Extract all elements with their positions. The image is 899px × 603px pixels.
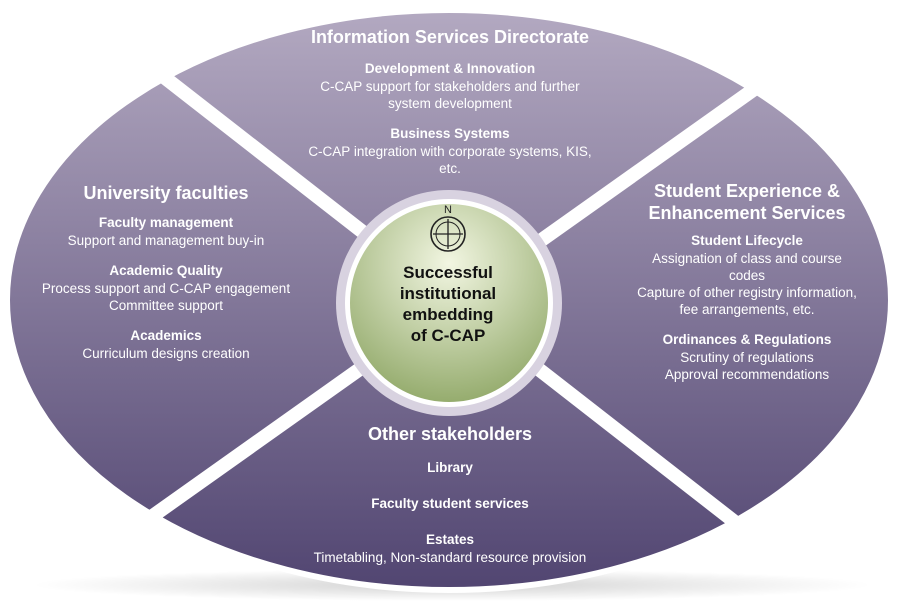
- subsection-text: Capture of other registry information,: [637, 285, 857, 300]
- section-title: University faculties: [83, 183, 249, 203]
- subsection-heading: Academic Quality: [109, 263, 223, 278]
- subsection-text: Support and management buy-in: [67, 233, 265, 248]
- center-text-line: Successful: [403, 263, 493, 282]
- subsection-text: Approval recommendations: [664, 367, 830, 382]
- compass-icon: [430, 216, 466, 252]
- subsection-text: Process support and C-CAP engagement: [41, 281, 291, 296]
- subsection-text: Assignation of class and course: [652, 251, 842, 266]
- subsection-text: Scrutiny of regulations: [680, 350, 814, 365]
- subsection-text: fee arrangements, etc.: [679, 302, 815, 317]
- subsection-text: Curriculum designs creation: [82, 346, 250, 361]
- section-title-line: Student Experience &: [653, 181, 841, 201]
- subsection-heading: Estates: [425, 532, 475, 547]
- subsection-heading: Faculty management: [98, 215, 234, 230]
- subsection-text: Committee support: [108, 298, 224, 313]
- subsection: Library: [270, 459, 630, 477]
- compass-north-label: N: [444, 204, 452, 216]
- subsection-text: codes: [728, 268, 766, 283]
- subsection-text: system development: [388, 96, 512, 111]
- subsection-text: Timetabling, Non-standard resource provi…: [313, 550, 587, 565]
- section-title: Student Experience &Enhancement Services: [618, 180, 876, 224]
- oval-border: [4, 7, 894, 593]
- subsection-heading: Library: [427, 460, 473, 475]
- center-circle: [350, 204, 548, 402]
- subsection-heading: Faculty student services: [371, 496, 529, 511]
- section-title: Information Services Directorate: [310, 27, 590, 47]
- center-text-line: of C-CAP: [410, 326, 486, 345]
- subsection: Faculty student services: [270, 495, 630, 513]
- subsection-heading: Academics: [130, 328, 202, 343]
- center-text-line: embedding: [402, 305, 494, 324]
- subsection-text: etc.: [439, 161, 461, 176]
- center-text-line: institutional: [399, 284, 497, 303]
- center-statement: Successful institutional embedding of C-CAP: [368, 262, 528, 346]
- subsection-heading: Business Systems: [390, 126, 510, 141]
- subsection-heading: Development & Innovation: [364, 61, 536, 76]
- section-title: Other stakeholders: [367, 424, 533, 444]
- subsection-text: C-CAP support for stakeholders and furth…: [320, 79, 580, 94]
- subsection-text: C-CAP integration with corporate systems…: [308, 144, 592, 159]
- section-title-line: Enhancement Services: [648, 203, 846, 223]
- subsection-heading: Student Lifecycle: [691, 233, 803, 248]
- section-student-experience: Student Experience &Enhancement Services…: [618, 180, 876, 396]
- subsection-heading: Ordinances & Regulations: [662, 332, 832, 347]
